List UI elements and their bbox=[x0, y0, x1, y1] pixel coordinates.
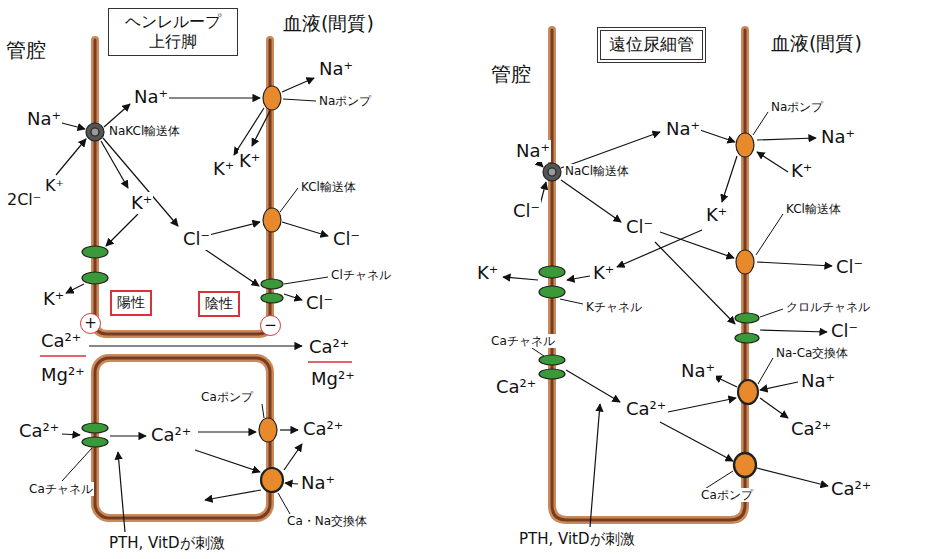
ion-label: K⁺ bbox=[790, 160, 813, 182]
ion-label: K⁺ bbox=[212, 158, 235, 180]
part-label: Clチャネル bbox=[330, 268, 392, 282]
part-label: Caポンプ bbox=[700, 488, 754, 502]
ion-label: Na⁺ bbox=[133, 86, 169, 108]
charge-circle: − bbox=[260, 315, 281, 336]
charge-box: 陰性 bbox=[198, 291, 240, 317]
ion-label: Na⁺ bbox=[680, 360, 716, 382]
ion-label: 管腔 bbox=[490, 62, 532, 86]
node-text: ヘンレループ 上行脚 bbox=[115, 12, 231, 52]
ion-label: Na⁺ bbox=[300, 472, 336, 494]
part-label: NaKCl輸送体 bbox=[108, 124, 181, 138]
node-text: 遠位尿細管 bbox=[609, 34, 694, 55]
part-label: Naポンプ bbox=[770, 100, 824, 114]
ion-label: Cl⁻ bbox=[830, 320, 859, 342]
heading-box: ヘンレループ 上行脚 bbox=[108, 8, 238, 56]
ion-label: K⁺ bbox=[705, 204, 728, 226]
node-text: 陽性 bbox=[117, 294, 145, 312]
ion-label: Na⁺ bbox=[665, 118, 701, 140]
ion-label: Ca²⁺ bbox=[830, 478, 872, 500]
ion-label: Ca²⁺ bbox=[150, 424, 192, 446]
charge-circle: + bbox=[80, 313, 101, 334]
ion-label: K⁺ bbox=[44, 176, 65, 195]
ion-label: Ca²⁺ bbox=[495, 376, 537, 398]
part-label: Kチャネル bbox=[585, 300, 643, 314]
part-label: Caチャネル bbox=[490, 334, 556, 348]
part-label: Caポンプ bbox=[200, 390, 254, 404]
node-text: − bbox=[264, 318, 277, 333]
ion-label: Cl⁻ bbox=[512, 200, 541, 222]
ion-label: Na⁺ bbox=[800, 370, 836, 392]
ion-label: Na⁺ bbox=[515, 140, 551, 162]
charge-box: 陽性 bbox=[110, 290, 152, 316]
ion-label: K⁺ bbox=[130, 192, 153, 214]
ion-label: K⁺ bbox=[42, 288, 65, 310]
ion-label: Na⁺ bbox=[318, 58, 354, 80]
part-label: クロルチャネル bbox=[785, 300, 871, 314]
part-label: Ca・Na交換体 bbox=[286, 514, 368, 528]
ion-label: Ca²⁺ bbox=[18, 420, 60, 442]
ion-label: K⁺ bbox=[238, 150, 261, 172]
ion-label: Ca²⁺ bbox=[40, 330, 82, 352]
part-label: PTH, VitDが刺激 bbox=[518, 530, 636, 548]
part-label: Caチャネル bbox=[28, 482, 94, 496]
ion-label: Cl⁻ bbox=[332, 228, 361, 250]
part-label: PTH, VitDが刺激 bbox=[108, 534, 226, 552]
part-label: KCl輸送体 bbox=[300, 180, 357, 194]
ion-label: Cl⁻ bbox=[182, 228, 211, 250]
ion-label: Cl⁻ bbox=[835, 256, 864, 278]
ion-label: Ca²⁺ bbox=[308, 336, 350, 358]
ion-label: Cl⁻ bbox=[625, 216, 654, 238]
node-text: + bbox=[84, 316, 97, 331]
ion-label: Ca²⁺ bbox=[790, 418, 832, 440]
ion-label: K⁺ bbox=[476, 262, 499, 284]
part-label: NaCl輸送体 bbox=[564, 164, 630, 178]
ion-label: 血液(間質) bbox=[770, 32, 863, 55]
part-label: Na-Ca交換体 bbox=[775, 346, 849, 360]
ion-label: Ca²⁺ bbox=[625, 398, 667, 420]
ion-label: Ca²⁺ bbox=[302, 418, 344, 440]
ion-label: K⁺ bbox=[592, 262, 615, 284]
ion-label: 血液(間質) bbox=[282, 12, 375, 35]
node-text: 陰性 bbox=[205, 295, 233, 313]
ion-label: Na⁺ bbox=[820, 126, 856, 148]
ion-label: Mg²⁺ bbox=[310, 368, 356, 390]
heading-box: 遠位尿細管 bbox=[600, 30, 703, 60]
part-label: Naポンプ bbox=[318, 94, 372, 108]
part-label: KCl輸送体 bbox=[785, 202, 842, 216]
ion-label: Cl⁻ bbox=[305, 292, 334, 314]
ion-label: 2Cl⁻ bbox=[6, 190, 42, 209]
ion-label: Na⁺ bbox=[26, 108, 62, 130]
ion-label: 管腔 bbox=[5, 38, 47, 62]
ion-label: Mg²⁺ bbox=[40, 364, 86, 386]
